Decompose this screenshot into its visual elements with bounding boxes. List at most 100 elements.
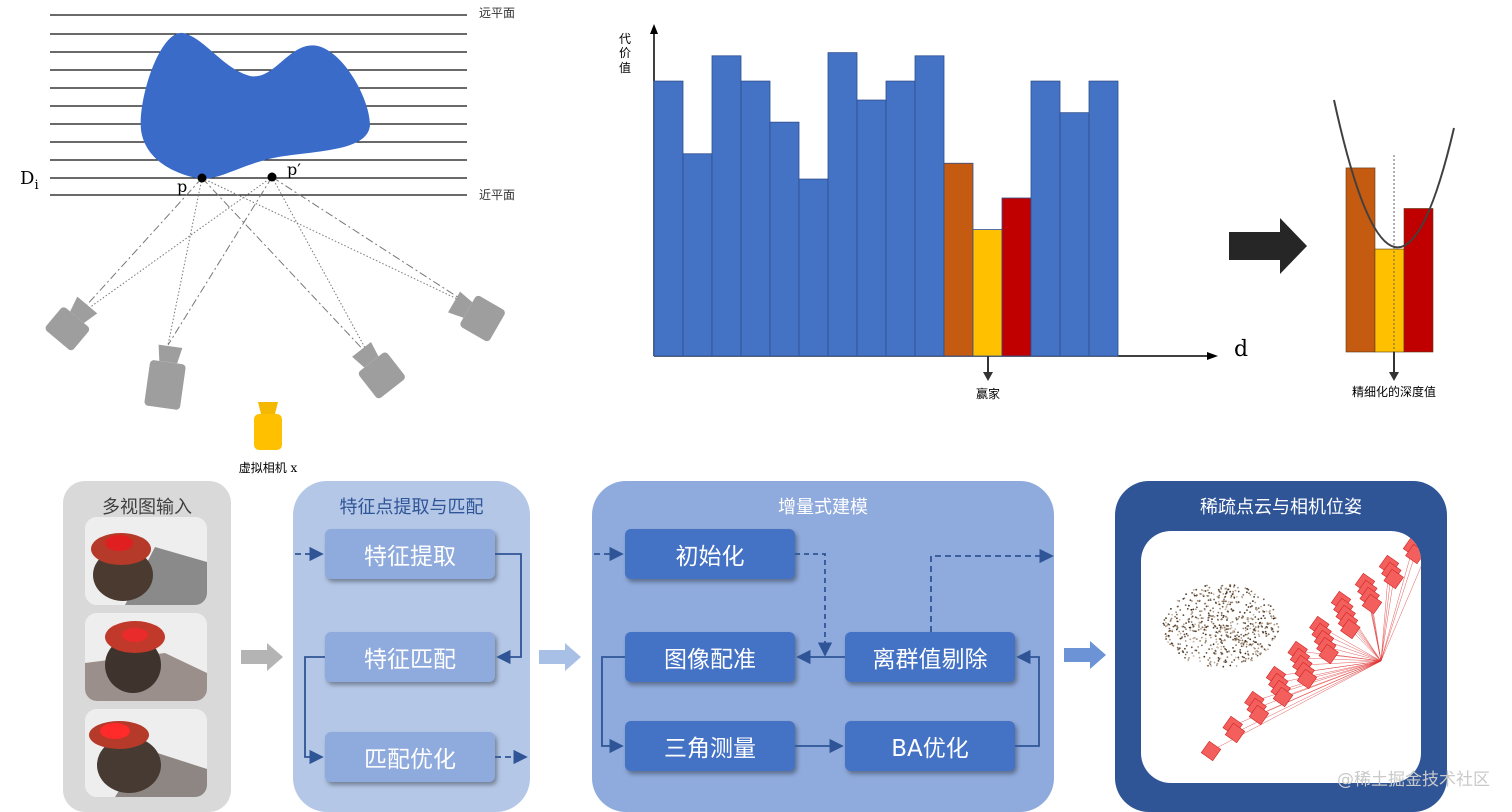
cloud-point [1176,634,1179,636]
cloud-point [1224,615,1227,618]
cloud-point [1229,636,1232,638]
cloud-point [1237,601,1240,603]
cloud-point [1246,628,1249,631]
cloud-point [1220,612,1223,614]
cloud-point [1222,616,1224,619]
cloud-point [1193,637,1196,639]
cloud-point [1213,598,1215,601]
cloud-point [1237,617,1239,620]
cloud-point [1199,610,1201,613]
cloud-point [1242,645,1245,647]
step-outlier-removal[interactable]: 离群值剔除 [845,632,1015,682]
step-match-refinement[interactable]: 匹配优化 [325,732,495,782]
cloud-point [1266,622,1269,624]
cloud-point [1171,613,1173,616]
cloud-point [1232,638,1234,641]
cloud-point [1190,613,1193,616]
cloud-point [1270,615,1272,618]
cost-bar [711,55,742,357]
camera-frustum-icon [1383,568,1404,590]
cloud-point [1245,604,1248,606]
cloud-point [1236,623,1239,625]
frustum-edge [1328,653,1382,662]
cloud-point [1262,598,1265,601]
cloud-point [1220,585,1223,587]
cloud-point [1270,617,1273,619]
step-image-registration[interactable]: 图像配准 [625,632,795,682]
cloud-point [1186,608,1189,610]
cloud-point [1242,627,1245,630]
cloud-point [1202,594,1205,597]
output-panel: 稀疏点云与相机位姿 [1115,481,1447,812]
cloud-point [1229,621,1232,624]
cloud-point [1179,609,1182,611]
camera-frustum-icon [1296,668,1318,690]
cloud-point [1207,599,1210,602]
cloud-point [1273,637,1276,640]
cloud-point [1218,594,1221,597]
cloud-point [1221,652,1223,655]
cloud-point [1210,592,1213,594]
step-bundle-adjustment[interactable]: BA优化 [845,721,1015,771]
cloud-point [1237,590,1240,593]
cloud-point [1250,617,1253,620]
cloud-point [1244,629,1247,632]
cloud-point [1268,611,1271,613]
cloud-point [1164,633,1167,635]
cloud-point [1207,659,1210,661]
cloud-point [1247,632,1250,635]
input-panel-title: 多视图输入 [102,497,192,518]
cloud-point [1198,621,1201,624]
cloud-point [1230,653,1233,656]
cloud-point [1254,593,1256,596]
cloud-point [1229,590,1231,593]
cloud-point [1252,640,1255,643]
cloud-point [1178,652,1180,654]
cloud-point [1214,652,1217,655]
cloud-point [1222,665,1225,668]
step-initialization[interactable]: 初始化 [625,529,795,579]
cloud-point [1170,642,1173,645]
camera-icon [352,341,405,399]
cloud-point [1202,617,1204,620]
cloud-point [1208,586,1211,589]
cloud-point [1236,595,1238,598]
cloud-point [1175,611,1177,614]
cloud-point [1257,618,1260,621]
cloud-point [1200,617,1203,619]
cloud-point [1240,637,1243,639]
camera-icon [45,296,98,351]
cloud-point [1249,611,1251,614]
cloud-point [1227,625,1229,627]
step-triangulation[interactable]: 三角测量 [625,721,795,771]
step-feature-matching[interactable]: 特征匹配 [325,632,495,682]
step-feature-extraction[interactable]: 特征提取 [325,529,495,579]
cloud-point [1195,588,1198,591]
cloud-point [1222,645,1225,648]
cloud-point [1198,656,1201,659]
cloud-point [1252,625,1255,627]
cloud-point [1251,623,1254,626]
cloud-point [1187,634,1189,637]
cloud-point [1163,624,1166,626]
cloud-point [1241,595,1243,598]
cloud-point [1253,628,1256,630]
x-axis-label: d [1234,337,1248,362]
cost-bar [1088,80,1119,357]
cloud-point [1249,605,1252,608]
cloud-point [1197,652,1200,654]
cloud-point [1247,617,1250,619]
cloud-point [1202,632,1205,635]
cloud-point [1223,626,1226,629]
camera-frustum-icon [1318,643,1339,665]
cloud-point [1167,641,1169,643]
cloud-point [1167,613,1170,615]
cloud-point [1264,649,1267,652]
cloud-point [1184,640,1187,642]
cloud-point [1216,631,1219,634]
cloud-point [1184,626,1186,629]
cloud-point [1264,617,1266,620]
cloud-point [1191,629,1194,632]
cloud-point [1162,622,1165,625]
cloud-point [1252,600,1254,602]
